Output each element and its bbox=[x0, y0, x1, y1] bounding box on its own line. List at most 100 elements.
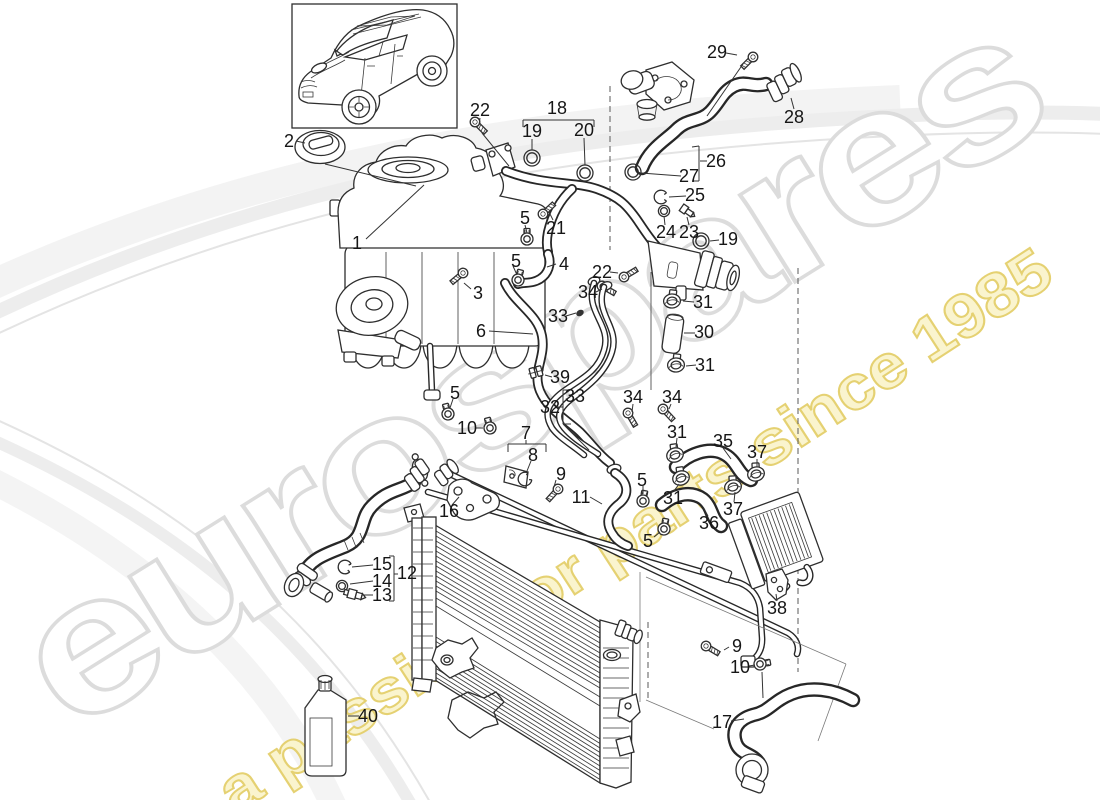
label-leader-23 bbox=[686, 216, 690, 226]
label-leader-14 bbox=[349, 580, 374, 585]
vehicle-illustration bbox=[298, 8, 455, 125]
part-label-38: 38 bbox=[767, 598, 787, 618]
label-leader-15 bbox=[351, 564, 374, 568]
part-label-22: 22 bbox=[592, 262, 612, 282]
part-label-33: 33 bbox=[548, 306, 568, 326]
part-label-10: 10 bbox=[730, 657, 750, 677]
part-label-13: 13 bbox=[372, 585, 392, 605]
label-leader-35 bbox=[722, 447, 732, 460]
part-label-39: 39 bbox=[550, 367, 570, 387]
part-label-14: 14 bbox=[372, 571, 392, 591]
label-leader-25 bbox=[668, 195, 687, 198]
label-leader-22 bbox=[478, 117, 481, 126]
label-leader-1 bbox=[365, 184, 425, 240]
part-label-1: 1 bbox=[352, 233, 362, 253]
hose-12-group bbox=[283, 458, 459, 603]
part-label-9: 9 bbox=[732, 636, 742, 656]
part-label-16: 16 bbox=[439, 501, 459, 521]
annotation-line bbox=[691, 145, 700, 148]
hose-17 bbox=[727, 682, 861, 794]
label-leader-2 bbox=[295, 140, 306, 144]
grommet-33 bbox=[576, 309, 584, 317]
pipe-end-fitting bbox=[693, 250, 741, 292]
label-leader-19 bbox=[709, 239, 720, 242]
bolt-9b bbox=[698, 638, 722, 659]
label-leader-34 bbox=[631, 403, 634, 413]
part-label-31: 31 bbox=[693, 292, 713, 312]
label-leader-36 bbox=[702, 506, 709, 517]
part-label-31: 31 bbox=[695, 355, 715, 375]
part-label-5: 5 bbox=[643, 531, 653, 551]
part-label-3: 3 bbox=[473, 283, 483, 303]
boundary-guides bbox=[609, 86, 799, 700]
label-leader-16 bbox=[451, 496, 460, 506]
part-label-8: 8 bbox=[528, 445, 538, 465]
label-leader-20 bbox=[583, 137, 586, 166]
label-leader-31 bbox=[673, 483, 680, 492]
part-label-2: 2 bbox=[284, 131, 294, 151]
hose-6 bbox=[500, 278, 615, 468]
label-leader-33 bbox=[565, 312, 577, 317]
clip-39 bbox=[528, 365, 544, 379]
part-label-29: 29 bbox=[707, 42, 727, 62]
part-label-19: 19 bbox=[718, 229, 738, 249]
vehicle-box bbox=[291, 3, 458, 129]
part-label-12: 12 bbox=[397, 563, 417, 583]
label-leader-37 bbox=[733, 491, 736, 503]
oring-27 bbox=[624, 163, 642, 181]
water-pump bbox=[335, 276, 422, 367]
oring-20 bbox=[576, 164, 594, 182]
part-label-34: 34 bbox=[662, 387, 682, 407]
part-label-15: 15 bbox=[372, 554, 392, 574]
drain-mount bbox=[431, 637, 479, 679]
fitting-28 bbox=[766, 62, 802, 103]
part-label-4: 4 bbox=[559, 254, 569, 274]
part-label-35: 35 bbox=[713, 431, 733, 451]
label-leader-5 bbox=[653, 531, 661, 538]
label-leader-4 bbox=[546, 263, 557, 268]
reservoir-cap bbox=[294, 129, 346, 165]
sensor-13 bbox=[342, 587, 367, 601]
annotation-line bbox=[324, 163, 417, 187]
part-label-26: 26 bbox=[706, 151, 726, 171]
part-label-5: 5 bbox=[520, 208, 530, 228]
union-23 bbox=[678, 203, 696, 218]
label-leader-28 bbox=[790, 97, 795, 110]
label-leader-5 bbox=[524, 224, 528, 234]
part-label-10: 10 bbox=[457, 418, 477, 438]
part-label-37: 37 bbox=[747, 442, 767, 462]
label-leader-38 bbox=[775, 593, 778, 602]
label-leader-8 bbox=[526, 460, 532, 472]
annotation-line bbox=[761, 671, 764, 699]
coolant-bottle bbox=[304, 674, 347, 777]
part-label-40: 40 bbox=[358, 706, 378, 726]
part-label-32: 32 bbox=[540, 397, 560, 417]
label-leader-31 bbox=[682, 300, 695, 303]
label-leader-31 bbox=[685, 364, 697, 367]
label-leader-10 bbox=[748, 664, 756, 667]
label-leader-17 bbox=[730, 718, 745, 722]
part-label-23: 23 bbox=[679, 222, 699, 242]
part-label-37: 37 bbox=[723, 499, 743, 519]
label-leader-5 bbox=[512, 265, 518, 276]
label-leader-11 bbox=[589, 496, 603, 505]
part-label-6: 6 bbox=[476, 321, 486, 341]
part-label-24: 24 bbox=[656, 222, 676, 242]
part-label-20: 20 bbox=[574, 120, 594, 140]
part-label-25: 25 bbox=[685, 185, 705, 205]
part-label-31: 31 bbox=[663, 488, 683, 508]
label-leader-39 bbox=[544, 374, 553, 378]
part-label-18: 18 bbox=[547, 98, 567, 118]
radiator bbox=[403, 503, 847, 789]
part-label-34: 34 bbox=[623, 387, 643, 407]
part-label-17: 17 bbox=[712, 712, 732, 732]
label-leader-24 bbox=[663, 215, 666, 226]
lower-mount bbox=[447, 691, 505, 739]
label-leader-34 bbox=[668, 403, 672, 410]
bolt-29 bbox=[738, 49, 761, 72]
part-label-33: 33 bbox=[565, 386, 585, 406]
bracket-38 bbox=[765, 568, 789, 601]
part-label-34: 34 bbox=[578, 282, 598, 302]
